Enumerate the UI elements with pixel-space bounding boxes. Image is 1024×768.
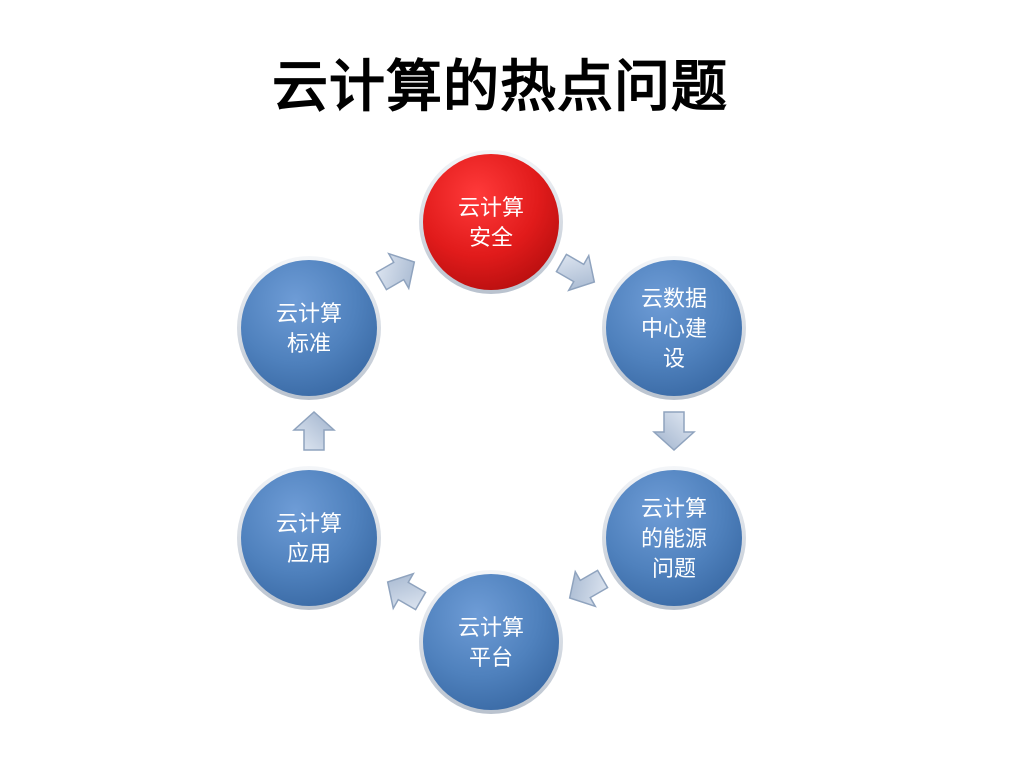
node-label-line: 设 — [663, 347, 685, 372]
node-circle — [241, 470, 377, 606]
node-label-line: 平台 — [469, 646, 513, 671]
flow-arrow-icon — [568, 569, 609, 608]
arrows-layer — [292, 252, 696, 611]
page-title: 云计算的热点问题 — [272, 54, 728, 120]
node-label-line: 云计算 — [641, 497, 707, 522]
node-circle — [606, 470, 742, 606]
node-label-line: 云数据 — [641, 287, 707, 312]
node-circle — [241, 260, 377, 396]
flow-arrow-icon — [555, 253, 596, 292]
node-label-line: 云计算 — [276, 512, 342, 537]
node-label-line: 云计算 — [458, 196, 524, 221]
flow-arrow-icon — [652, 411, 696, 452]
node-label-line: 中心建 — [641, 317, 707, 342]
flow-arrow-icon — [292, 410, 336, 451]
node-label-line: 安全 — [469, 226, 513, 251]
node-label-line: 应用 — [287, 542, 331, 567]
node-circle — [423, 574, 559, 710]
node-label-line: 问题 — [652, 557, 696, 582]
node-circle — [606, 260, 742, 396]
node-label-line: 云计算 — [458, 616, 524, 641]
node-label-line: 云计算 — [276, 302, 342, 327]
node-circle — [423, 154, 559, 290]
flow-arrow-icon — [375, 252, 416, 291]
flow-arrow-icon — [386, 572, 427, 611]
node-label-line: 的能源 — [641, 527, 707, 552]
node-label-line: 标准 — [287, 332, 331, 357]
